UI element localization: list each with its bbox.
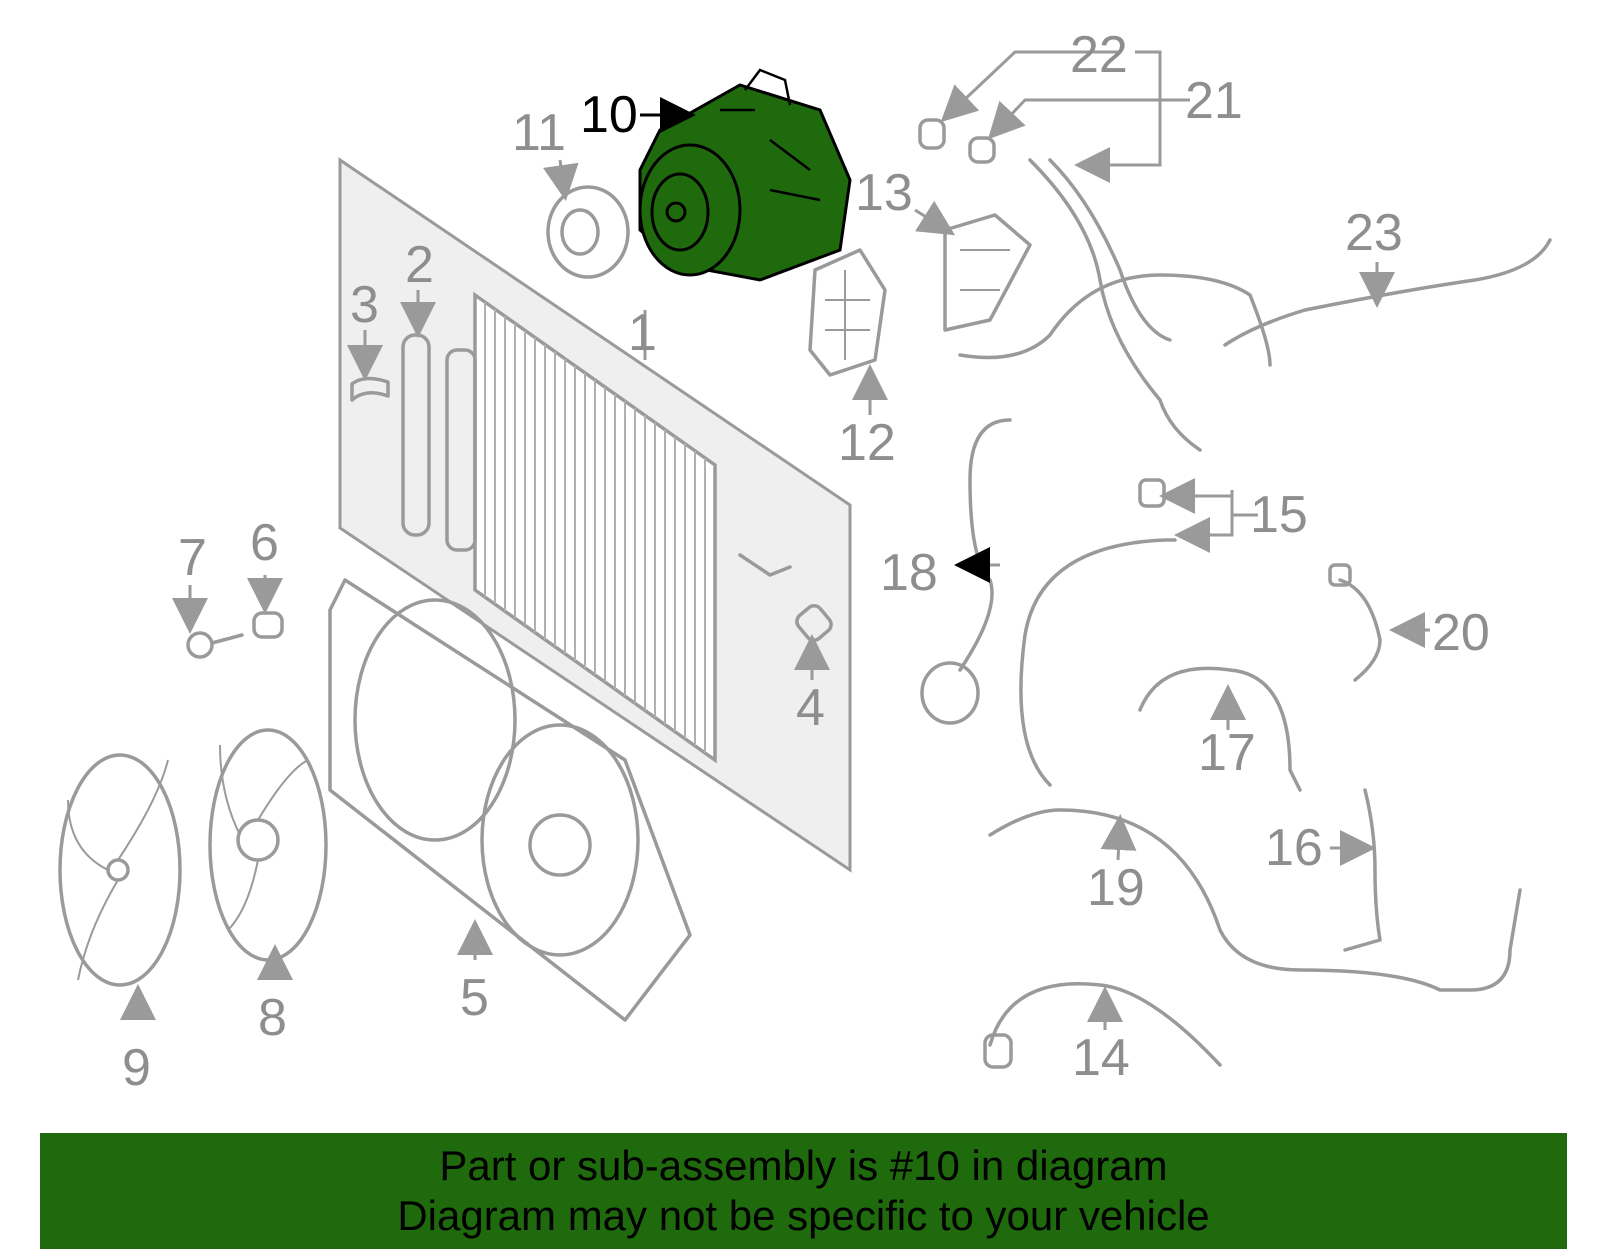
callout-6: 6 (250, 514, 279, 572)
part-17-hose (1138, 666, 1302, 792)
part-21-cap (968, 136, 996, 164)
part-5-fan-shroud (328, 578, 692, 1022)
part-14-hose (983, 982, 1222, 1069)
callout-21: 21 (1185, 72, 1243, 130)
callout-23: 23 (1345, 204, 1403, 262)
callout-12: 12 (838, 414, 896, 472)
part-16-hose (1343, 788, 1382, 952)
callout-18: 18 (880, 544, 938, 602)
part-7-bolt (186, 631, 244, 659)
callout-labels: 1 2 3 4 5 6 7 8 9 10 11 12 13 14 15 16 1… (122, 26, 1490, 1097)
callout-5: 5 (460, 969, 489, 1027)
callout-19: 19 (1087, 859, 1145, 917)
part-9-fan-motor (58, 753, 182, 987)
part-19-line (988, 808, 1522, 992)
callout-22: 22 (1070, 26, 1128, 84)
callout-20: 20 (1432, 604, 1490, 662)
callout-arrows (120, 50, 1430, 1030)
part-12-bracket (808, 248, 887, 377)
part-15-line (1019, 478, 1177, 787)
callout-7: 7 (178, 529, 207, 587)
banner-line-1: Part or sub-assembly is #10 in diagram (439, 1142, 1168, 1189)
part-20-sensor (1328, 563, 1382, 682)
callout-14: 14 (1072, 1029, 1130, 1087)
callout-16: 16 (1265, 819, 1323, 877)
callout-4: 4 (796, 679, 825, 737)
callout-1: 1 (628, 304, 657, 362)
callout-15: 15 (1250, 486, 1308, 544)
part-23-line (1223, 238, 1552, 347)
part-11-clutch (546, 185, 630, 279)
callout-3: 3 (350, 276, 379, 334)
callout-8: 8 (258, 989, 287, 1047)
part-8-fan (208, 728, 328, 962)
part-6-nut (252, 611, 284, 639)
part-13-mount (943, 213, 1032, 332)
callout-10: 10 (580, 86, 638, 144)
part-1-condenser (445, 291, 717, 764)
callout-11: 11 (512, 104, 566, 162)
callout-2: 2 (405, 236, 434, 294)
info-banner: Part or sub-assembly is #10 in diagram D… (40, 1133, 1567, 1249)
callout-9: 9 (122, 1039, 151, 1097)
callout-13: 13 (855, 164, 913, 222)
callout-17: 17 (1198, 724, 1256, 782)
part-10-compressor (638, 68, 852, 282)
banner-line-2: Diagram may not be specific to your vehi… (397, 1192, 1210, 1239)
upper-lines (958, 158, 1272, 452)
part-22-cap (918, 118, 946, 150)
